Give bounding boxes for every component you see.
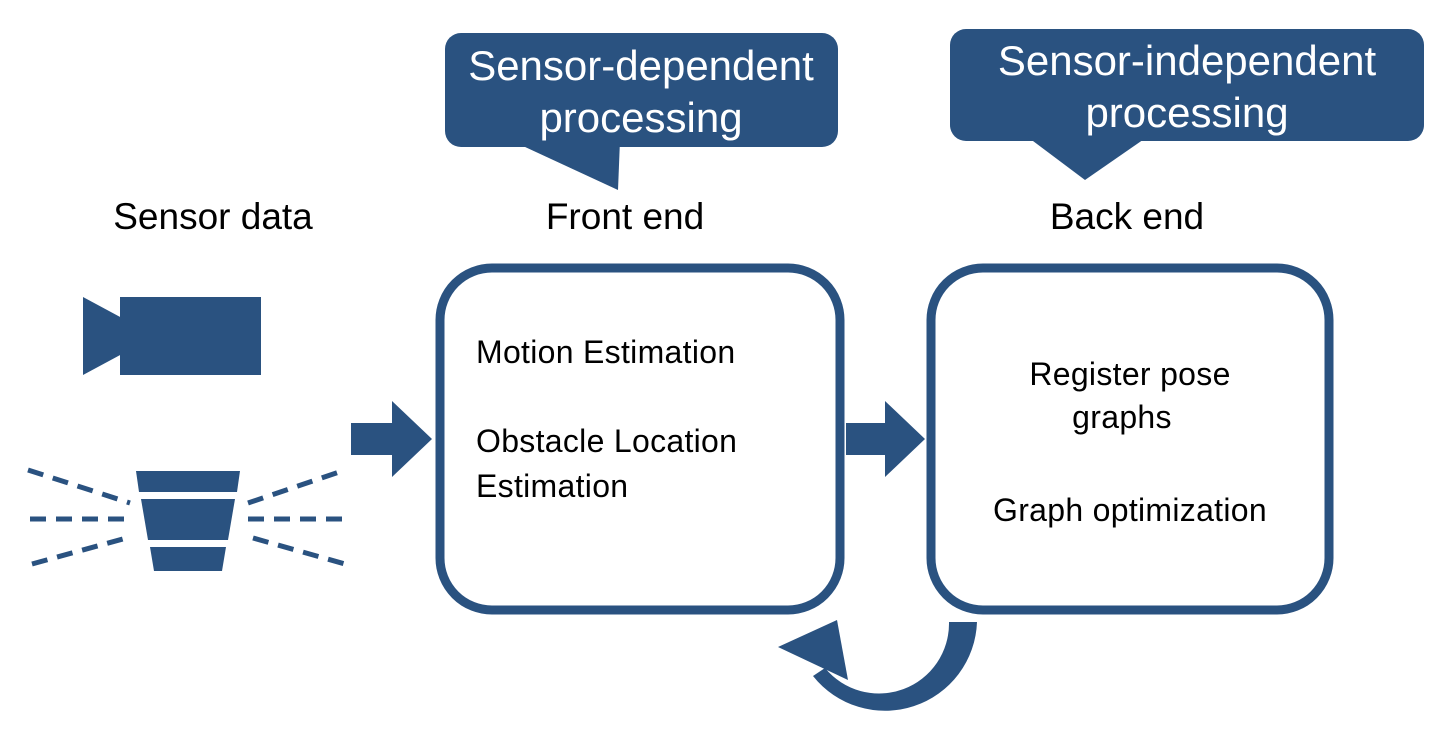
right-arrow-icon <box>351 401 432 477</box>
lidar-beams <box>27 467 346 567</box>
video-camera-icon <box>83 297 261 375</box>
front-end-item-estimation: Estimation <box>476 468 628 504</box>
right-arrow-icon <box>846 401 925 477</box>
sensor-data-heading: Sensor data <box>113 196 313 237</box>
front-end-heading: Front end <box>546 196 704 237</box>
front-end-item-motion-estimation: Motion Estimation <box>476 334 735 370</box>
front-end-item-obstacle-location: Obstacle Location <box>476 423 737 459</box>
back-end-heading: Back end <box>1050 196 1204 237</box>
back-end-item-register-pose: Register pose <box>1029 356 1230 392</box>
lidar-sensor-icon <box>27 467 346 571</box>
back-end-item-graphs: graphs <box>1072 399 1172 435</box>
sensor-dependent-callout: Sensor-dependent processing <box>445 33 838 190</box>
back-end-box: Register pose graphs Graph optimization <box>926 263 1334 615</box>
front-end-box: Motion Estimation Obstacle Location Esti… <box>435 263 845 615</box>
back-end-item-graph-optimization: Graph optimization <box>993 492 1267 528</box>
callout-line-1: Sensor-dependent <box>468 42 814 89</box>
sensor-independent-callout: Sensor-independent processing <box>950 29 1424 180</box>
callout-line-1: Sensor-independent <box>998 37 1377 84</box>
curved-feedback-arrow-icon <box>778 620 977 711</box>
callout-line-2: processing <box>539 94 742 141</box>
callout-line-2: processing <box>1085 89 1288 136</box>
